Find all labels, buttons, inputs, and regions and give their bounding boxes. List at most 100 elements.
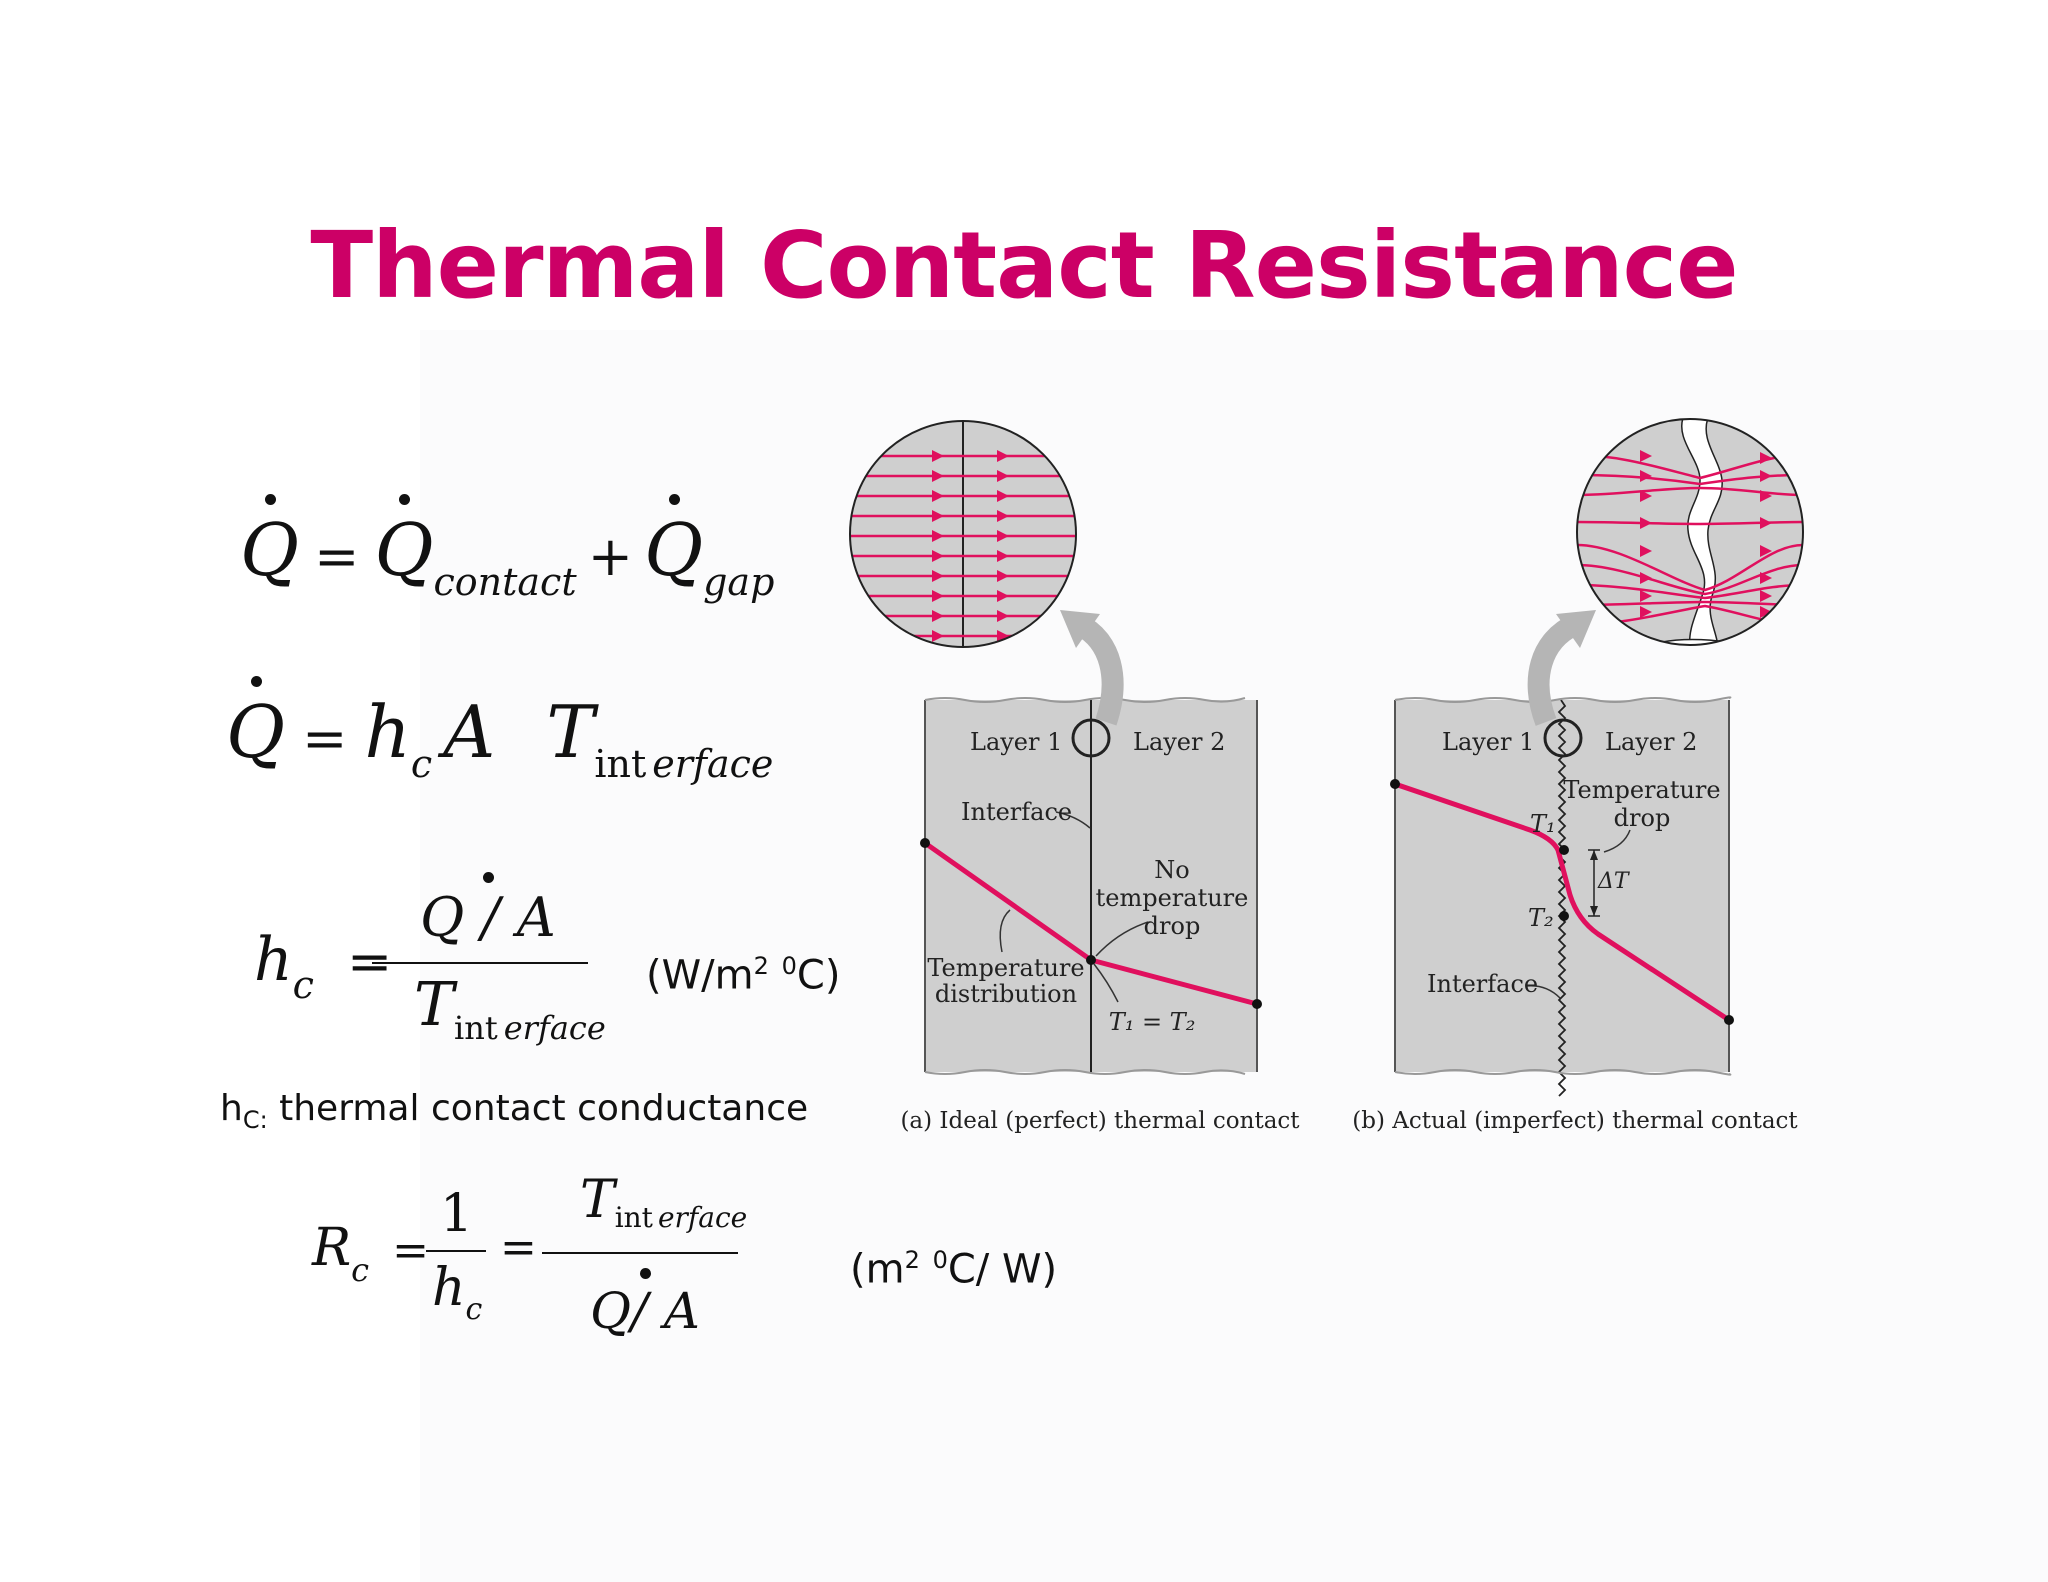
layer-1-label: Layer 1 — [970, 728, 1062, 756]
layer-2-label: Layer 2 — [1133, 728, 1225, 756]
unit-text: (m — [850, 1246, 905, 1293]
plus-sign: + — [587, 525, 633, 588]
equals-sign-2: = — [500, 1222, 537, 1273]
equation-contact-conductance: hc = — [254, 925, 393, 1007]
temperature-distribution-label: distribution — [935, 980, 1077, 1008]
leader-no-drop — [1095, 921, 1149, 957]
note-text: thermal contact conductance — [267, 1088, 809, 1129]
subscript-erface: erface — [503, 1009, 606, 1047]
subscript-erface: erface — [652, 742, 774, 786]
zoom-circle-outline — [1576, 418, 1804, 646]
subscript-c: c — [351, 1251, 370, 1289]
zoom-view-actual — [1577, 419, 1803, 645]
note-sub: C: — [242, 1106, 268, 1135]
q-dot-over-a: Q / A — [420, 872, 556, 949]
no-temp-drop-label: drop — [1144, 912, 1201, 940]
flow-line — [1577, 583, 1803, 600]
no-temp-drop-label: temperature — [1096, 884, 1249, 912]
area-symbol: A — [443, 690, 496, 774]
leader-interface — [1525, 985, 1561, 999]
layer-1-label: Layer 1 — [1442, 728, 1534, 756]
temperature-symbol: T — [546, 690, 595, 774]
q-dot-over-a: Q/ A — [590, 1268, 700, 1340]
end-point — [920, 838, 930, 848]
leader-temp-dist — [999, 909, 1011, 953]
zoom-arrow-head — [1556, 610, 1596, 648]
layer-1-panel — [925, 700, 1091, 1072]
unit-sup: 2 — [904, 1246, 920, 1274]
rough-interface — [1557, 699, 1567, 1097]
fraction-bar — [426, 1250, 486, 1252]
subscript-int: int — [454, 1009, 498, 1047]
t2-label: T₂ — [1528, 904, 1554, 932]
unit-resistance: (m2 0C/ W) — [850, 1246, 1057, 1292]
equals-sign: = — [314, 525, 360, 588]
zoom-marker-circle — [1543, 718, 1583, 758]
layer-2-label: Layer 2 — [1605, 728, 1697, 756]
h-symbol: h — [254, 925, 293, 995]
leader-t-equal — [1093, 963, 1119, 1003]
unit-sup: 0 — [932, 1246, 948, 1274]
leader-interface — [1055, 811, 1091, 829]
interface-point — [1086, 955, 1096, 965]
equals-sign: = — [302, 707, 348, 770]
equals-sign: = — [500, 1222, 537, 1273]
zoom-circle-outline — [849, 420, 1077, 648]
unit-conductance: (W/m2 0C) — [646, 952, 840, 998]
note-h: h — [220, 1088, 243, 1129]
subscript-c: c — [292, 963, 314, 1007]
fraction-bar — [542, 1252, 738, 1254]
r-symbol: R — [312, 1218, 352, 1278]
zoom-arrow-head — [1060, 610, 1100, 648]
t-equal-label: T₁ = T₂ — [1109, 1008, 1196, 1036]
subscript-int: int — [594, 742, 647, 786]
fraction-bar — [372, 962, 588, 964]
delta-t-label: ΔT — [1597, 869, 1631, 894]
h-symbol: h — [432, 1258, 466, 1318]
temperature-drop-label: drop — [1614, 804, 1671, 832]
fraction-one-numerator: 1 — [440, 1184, 473, 1244]
zoom-arrow — [1527, 613, 1582, 726]
flow-line — [1577, 473, 1803, 486]
temperature-distribution-label: Temperature — [927, 954, 1084, 982]
subscript-erface: erface — [657, 1201, 748, 1234]
layer-1-panel — [1395, 700, 1561, 1072]
unit-text: C/ W) — [947, 1246, 1058, 1293]
subscript-c: c — [410, 742, 433, 786]
figure-a-caption: (a) Ideal (perfect) thermal contact — [900, 1108, 1300, 1134]
temperature-symbol: T — [580, 1170, 615, 1230]
figure-b-caption: (b) Actual (imperfect) thermal contact — [1352, 1108, 1798, 1134]
subscript-gap: gap — [703, 560, 775, 604]
conductance-note: hC: thermal contact conductance — [220, 1088, 808, 1134]
q-dot-symbol: Q — [226, 676, 286, 774]
q-dot-symbol: Q — [240, 494, 300, 592]
fraction-numerator: Q / A — [420, 872, 556, 949]
flow-line — [1577, 486, 1803, 497]
t1-point — [1559, 845, 1569, 855]
unit-text: C) — [796, 952, 841, 999]
fraction-one-denominator: hc — [432, 1258, 482, 1327]
figure-a-ideal-contact: Layer 1 Layer 2 Interface No temperature… — [849, 420, 1300, 1134]
equals-sign: = — [392, 1225, 430, 1276]
q-dot-symbol: Q — [644, 494, 704, 592]
end-point — [1252, 999, 1262, 1009]
contact-gap-lower — [1639, 638, 1761, 645]
unit-text: (W/m — [646, 952, 754, 999]
layer-2-panel — [1561, 700, 1729, 1072]
zoom-marker-circle — [1071, 718, 1111, 758]
q-dot-symbol: Q — [374, 494, 434, 592]
torn-edge — [924, 1069, 1246, 1075]
layer-2-panel — [1091, 700, 1257, 1072]
equation-contact-resistance: Rc = — [312, 1218, 430, 1289]
equals-sign: = — [347, 930, 393, 993]
leader-temp-drop — [1603, 829, 1631, 853]
subscript-c: c — [465, 1292, 483, 1327]
temperature-symbol: T — [414, 970, 455, 1040]
figure-b-actual-contact: Layer 1 Layer 2 Temperature drop T₁ T₂ Δ… — [1352, 418, 1804, 1134]
fraction-t-denominator: Q/ A — [590, 1268, 700, 1340]
flow-line — [1577, 543, 1803, 592]
